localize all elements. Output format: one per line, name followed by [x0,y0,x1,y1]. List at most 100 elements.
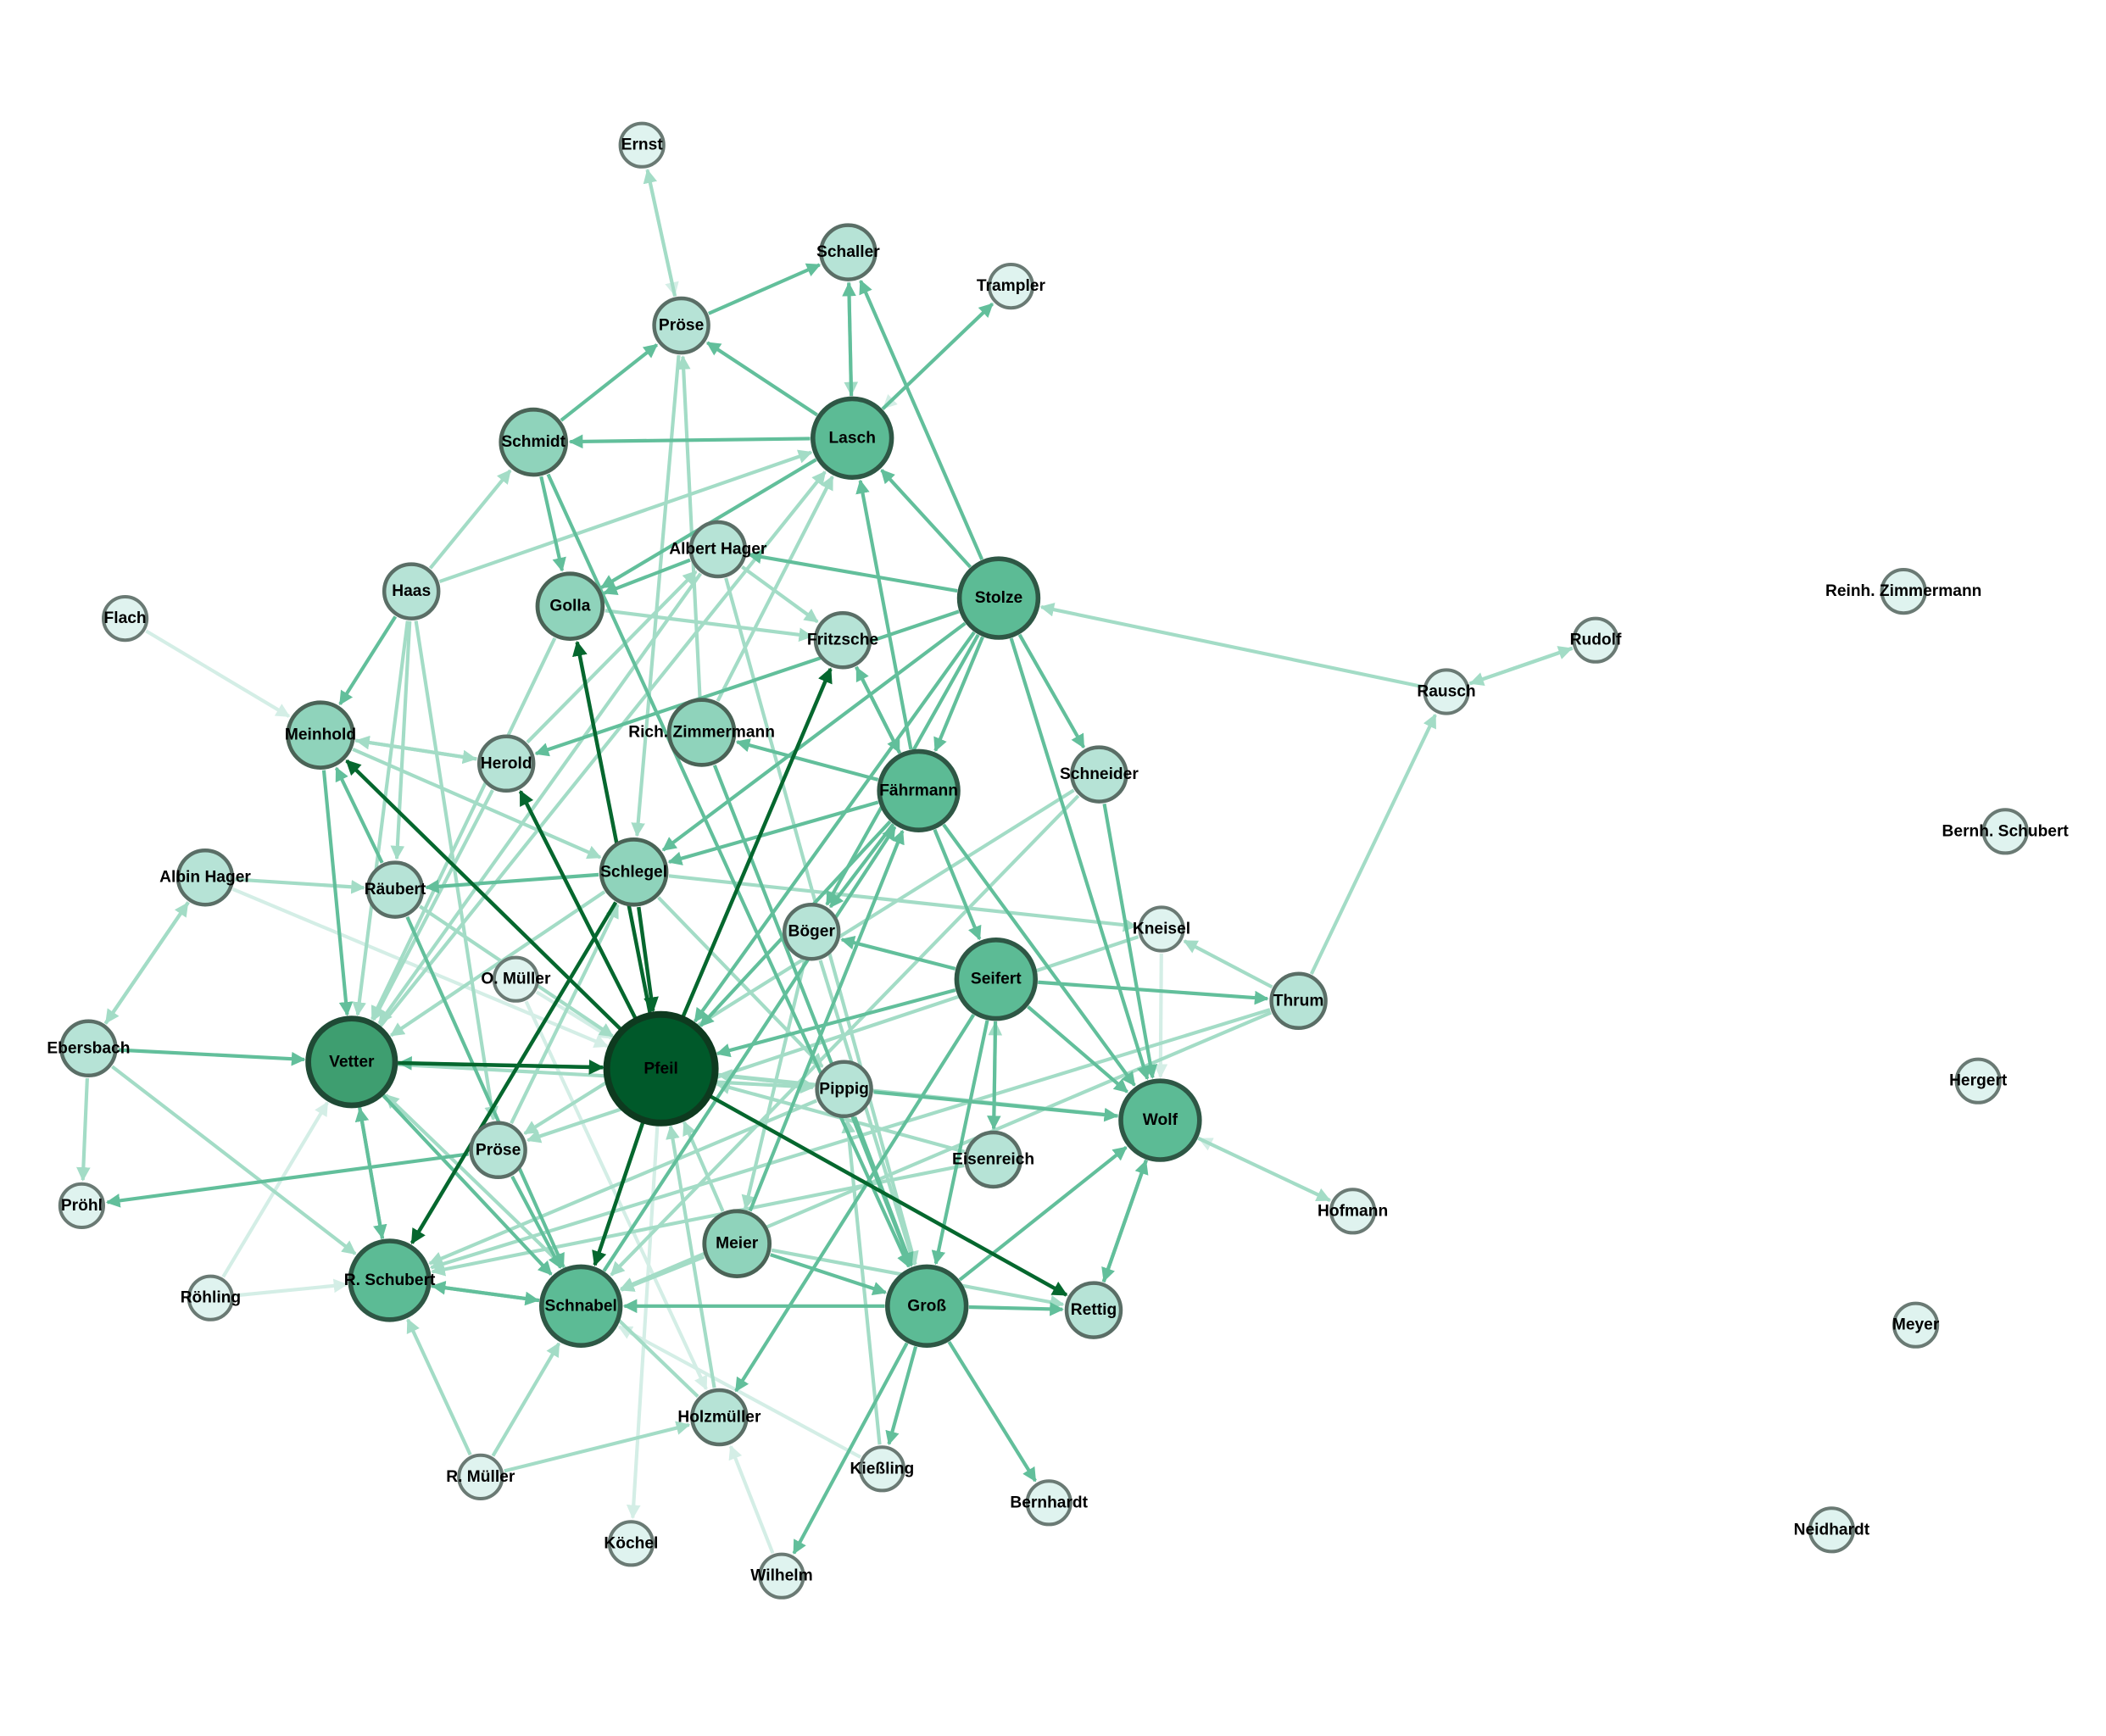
node-Holzmuller[interactable]: Holzmüller [677,1388,761,1447]
node-Rettig[interactable]: Rettig [1064,1281,1123,1339]
node-circle[interactable] [813,610,872,670]
node-Fritzsche[interactable]: Fritzsche [807,610,879,670]
node-BernhSchubert[interactable]: Bernh. Schubert [1942,808,2070,855]
node-circle[interactable] [652,296,710,355]
node-Hofmann[interactable]: Hofmann [1318,1188,1388,1235]
node-Stolze[interactable]: Stolze [956,556,1041,640]
node-Seifert[interactable]: Seifert [954,938,1039,1021]
node-AlbertHager[interactable]: Albert Hager [669,520,767,579]
node-Haas[interactable]: Haas [382,562,441,620]
node-circle[interactable] [885,1264,969,1349]
node-circle[interactable] [618,121,666,169]
node-Ernst[interactable]: Ernst [618,121,666,169]
node-circle[interactable] [457,1453,504,1500]
node-Kiessling[interactable]: Kießling [850,1445,915,1493]
node-Kochel[interactable]: Köchel [604,1520,658,1567]
node-circle[interactable] [1269,971,1328,1031]
node-ProseTop[interactable]: Pröse [652,296,710,355]
node-Hergert[interactable]: Hergert [1949,1057,2008,1104]
node-circle[interactable] [499,407,568,477]
node-circle[interactable] [1808,1506,1855,1554]
node-Ebersbach[interactable]: Ebersbach [47,1019,130,1078]
node-circle[interactable] [811,396,894,481]
node-circle[interactable] [815,1060,873,1119]
node-circle[interactable] [305,1015,398,1109]
node-circle[interactable] [348,1238,432,1322]
node-Schneider[interactable]: Schneider [1060,745,1139,804]
node-circle[interactable] [492,955,539,1003]
node-circle[interactable] [1329,1188,1377,1235]
node-circle[interactable] [59,1019,118,1078]
node-RichZimmermann[interactable]: Rich. Zimmermann [628,698,775,767]
node-circle[interactable] [666,698,737,767]
node-Schnabel[interactable]: Schnabel [539,1264,623,1349]
node-circle[interactable] [1025,1479,1072,1527]
node-circle[interactable] [688,520,748,579]
node-Pippig[interactable]: Pippig [815,1060,873,1119]
node-Thrum[interactable]: Thrum [1269,971,1328,1031]
node-Meinhold[interactable]: Meinhold [285,700,356,770]
node-circle[interactable] [1118,1078,1202,1162]
node-Eisenreich[interactable]: Eisenreich [952,1130,1034,1189]
node-Rausch[interactable]: Rausch [1417,668,1476,715]
node-circle[interactable] [1064,1281,1123,1339]
node-circle[interactable] [702,1209,772,1278]
node-circle[interactable] [187,1274,234,1321]
node-circle[interactable] [476,734,536,793]
node-Fahrmann[interactable]: Fährmann [877,748,961,833]
node-RSchubert[interactable]: R. Schubert [344,1238,436,1322]
node-Neidhardt[interactable]: Neidhardt [1794,1506,1870,1554]
node-circle[interactable] [956,556,1041,640]
node-ReinhZimmermann[interactable]: Reinh. Zimmermann [1825,568,1981,615]
node-Wolf[interactable]: Wolf [1118,1078,1202,1162]
node-Golla[interactable]: Golla [535,571,605,641]
node-circle[interactable] [365,860,425,919]
node-ProseLow[interactable]: Pröse [469,1121,527,1180]
node-Schlegel[interactable]: Schlegel [599,837,669,907]
node-circle[interactable] [599,837,669,907]
node-circle[interactable] [539,1264,623,1349]
node-Kneisel[interactable]: Kneisel [1133,905,1190,953]
node-Pfeil[interactable]: Pfeil [603,1010,719,1127]
node-circle[interactable] [176,848,235,907]
node-circle[interactable] [1138,905,1185,953]
node-circle[interactable] [758,1552,805,1600]
node-Bernhardt[interactable]: Bernhardt [1010,1479,1089,1527]
node-circle[interactable] [954,938,1039,1021]
node-Schmidt[interactable]: Schmidt [499,407,568,477]
node-circle[interactable] [286,700,355,770]
node-circle[interactable] [1880,568,1927,615]
node-Rohling[interactable]: Röhling [181,1274,241,1321]
node-Rudolf[interactable]: Rudolf [1570,616,1622,664]
node-circle[interactable] [603,1010,719,1127]
node-circle[interactable] [782,902,841,961]
node-circle[interactable] [987,263,1034,310]
node-circle[interactable] [1981,808,2029,855]
node-Flach[interactable]: Flach [102,595,149,643]
node-circle[interactable] [1423,668,1470,715]
node-circle[interactable] [964,1130,1022,1189]
node-AlbinHager[interactable]: Albin Hager [159,848,251,907]
node-circle[interactable] [607,1520,655,1567]
node-circle[interactable] [469,1121,527,1180]
node-circle[interactable] [690,1388,749,1447]
node-Trampler[interactable]: Trampler [977,263,1046,310]
node-Raubert[interactable]: Räubert [365,860,426,919]
node-circle[interactable] [102,595,149,643]
node-Vetter[interactable]: Vetter [305,1015,398,1109]
node-circle[interactable] [58,1182,105,1229]
node-circle[interactable] [535,571,605,641]
node-Schaller[interactable]: Schaller [816,223,880,281]
node-circle[interactable] [1070,745,1128,804]
node-circle[interactable] [1892,1301,1940,1349]
node-circle[interactable] [1954,1057,2002,1104]
node-Gross[interactable]: Groß [885,1264,969,1349]
node-Wilhelm[interactable]: Wilhelm [750,1552,813,1600]
node-circle[interactable] [877,748,961,833]
node-Meyer[interactable]: Meyer [1892,1301,1940,1349]
node-circle[interactable] [819,223,878,281]
node-OMuller[interactable]: O. Müller [481,955,551,1003]
node-circle[interactable] [858,1445,905,1493]
node-Prohl[interactable]: Pröhl [58,1182,105,1229]
node-RMuller[interactable]: R. Müller [446,1453,515,1500]
